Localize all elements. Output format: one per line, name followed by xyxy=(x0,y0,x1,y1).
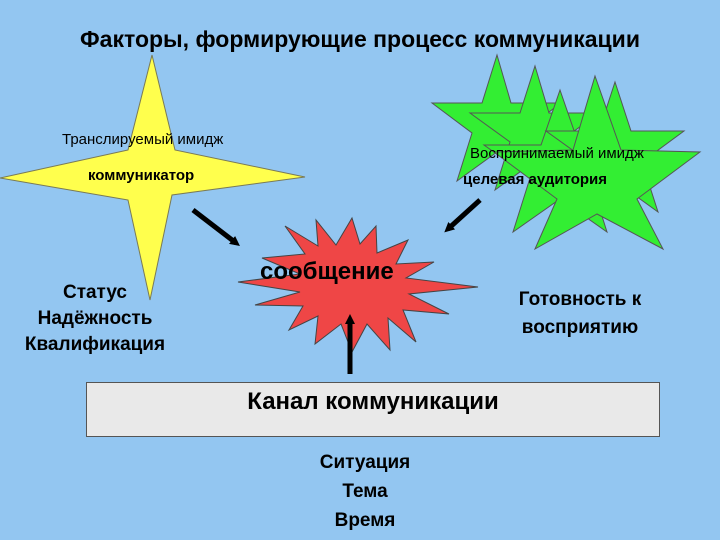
channel-factor: Время xyxy=(334,510,396,531)
page-title: Факторы, формирующие процесс коммуникаци… xyxy=(80,26,640,52)
channel-factors: Ситуация Тема Время xyxy=(250,448,480,535)
communicator-label: коммуникатор xyxy=(88,167,195,184)
audience-image-label: Воспринимаемый имидж xyxy=(470,145,644,162)
channel-label: Канал коммуникации xyxy=(247,388,499,415)
message-label: сообщение xyxy=(260,258,394,285)
arrow-audience-to-message xyxy=(444,198,482,233)
audience-star-5 xyxy=(492,74,702,251)
communicator-attribute: Статус xyxy=(62,282,128,303)
channel-factor: Ситуация xyxy=(319,452,411,473)
audience-attributes: Готовность к восприятию xyxy=(470,286,690,342)
channel-box xyxy=(86,382,660,437)
communicator-attributes: Статус Надёжность Квалификация xyxy=(5,280,185,358)
audience-label: целевая аудитория xyxy=(463,171,608,188)
audience-attribute: Готовность к xyxy=(518,289,642,310)
audience-attribute: восприятию xyxy=(521,317,639,338)
communicator-attribute: Надёжность xyxy=(37,308,153,329)
channel-factor: Тема xyxy=(342,481,388,502)
communicator-attribute: Квалификация xyxy=(24,334,166,355)
arrow-communicator-to-message xyxy=(191,208,240,247)
communicator-image-label: Транслируемый имидж xyxy=(62,131,224,148)
communicator-star xyxy=(0,54,306,301)
